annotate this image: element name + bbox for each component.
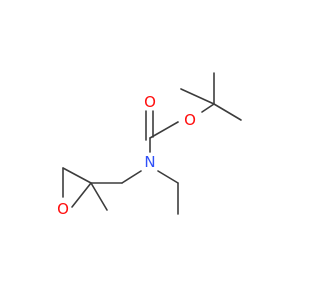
- ester-oxygen-label: O: [184, 111, 196, 129]
- atom-labels: O O N O: [57, 93, 196, 218]
- tert-butyl-methyl-right-bond: [213, 103, 242, 121]
- epoxide-oxygen-label: O: [57, 200, 69, 218]
- epoxide-methyl-bond: [90, 182, 108, 211]
- nitrogen-to-methylene-bond: [121, 170, 142, 184]
- epoxide-carbon-to-oxygen-bond: [71, 182, 92, 208]
- bonds: [62, 72, 242, 215]
- carbonyl-oxygen-label: O: [144, 93, 156, 111]
- molecule-structure: O O N O: [57, 72, 242, 218]
- nitrogen-label: N: [144, 153, 155, 171]
- ester-oxygen-to-tert-carbon-bond: [201, 103, 215, 113]
- epoxide-carbon-carbon-bond: [62, 167, 92, 184]
- carbonyl-to-ester-oxygen-bond: [149, 121, 179, 139]
- nitrogen-to-ethyl-bond: [157, 170, 179, 184]
- tert-butyl-methyl-left-bond: [180, 88, 215, 105]
